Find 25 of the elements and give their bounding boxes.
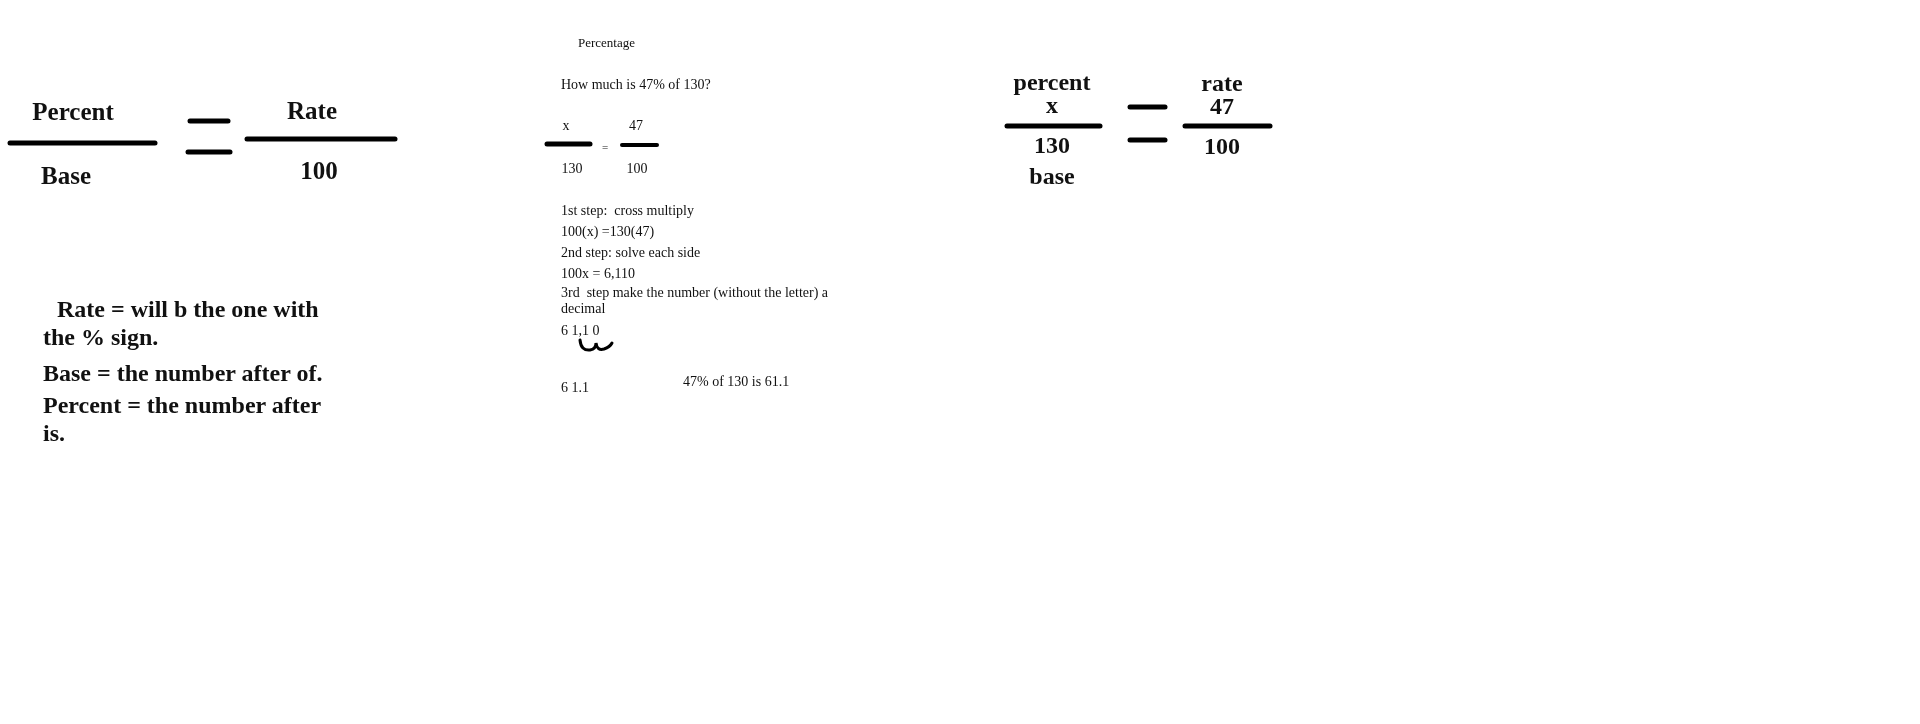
formula-term: x bbox=[562, 117, 570, 135]
formula-term: 130 bbox=[561, 160, 583, 178]
formula-term: 47 bbox=[629, 117, 643, 135]
formula-term: 100 bbox=[626, 160, 648, 178]
step-text: 100x = 6,110 bbox=[561, 265, 635, 283]
formula-term: Percent bbox=[32, 97, 114, 127]
formula-term: Base bbox=[41, 161, 91, 191]
question-text: How much is 47% of 130? bbox=[561, 76, 711, 94]
formula-term: base bbox=[1029, 163, 1075, 191]
heading: Percentage bbox=[578, 35, 636, 51]
formula-term: Rate bbox=[287, 96, 337, 126]
step-text: 100(x) =130(47) bbox=[561, 223, 655, 241]
note-text: Rate = will b the one with the % sign. bbox=[43, 296, 320, 352]
step-text: 3rd step make the number (without the letter) a decimal bbox=[561, 285, 830, 318]
formula-term: 130 bbox=[1034, 132, 1070, 160]
answer-text: 47% of 130 is 61.1 bbox=[683, 374, 790, 391]
equals-text: = bbox=[601, 140, 609, 154]
step-text: 2nd step: solve each side bbox=[561, 244, 701, 262]
step-text: 1st step: cross multiply bbox=[561, 202, 694, 220]
answer-text: 6 1.1 bbox=[561, 380, 589, 397]
note-text: Base = the number after of. bbox=[43, 360, 324, 388]
formula-term: 100 bbox=[300, 156, 338, 186]
note-text: Percent = the number after is. bbox=[43, 392, 322, 448]
step-text: 6 1,1 0 bbox=[561, 322, 600, 340]
formula-term: 100 bbox=[1204, 133, 1240, 161]
